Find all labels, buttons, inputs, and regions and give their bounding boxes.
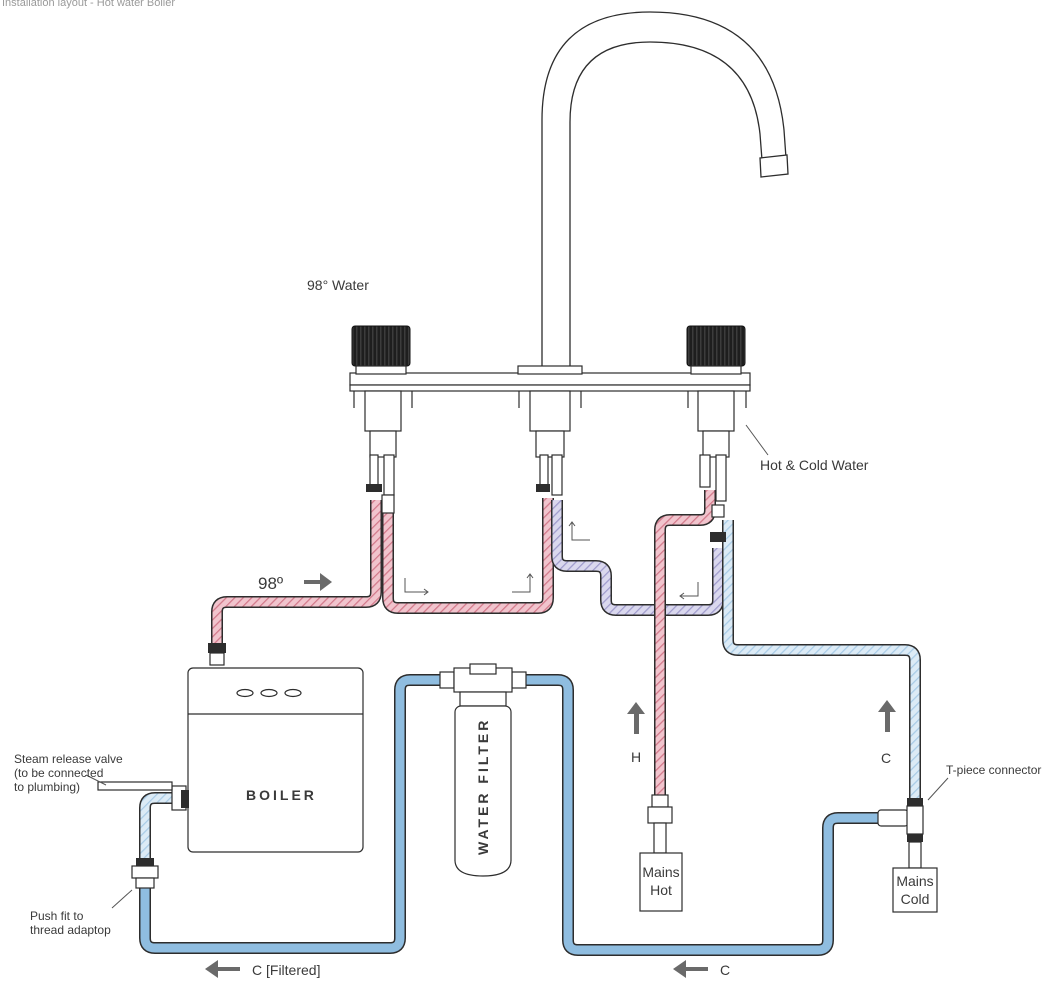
small-flow-arrows (404, 521, 699, 600)
label-hot-cold-water: Hot & Cold Water (760, 457, 869, 473)
label-c-filtered: C [Filtered] (252, 962, 320, 978)
right-handle-knob (686, 325, 746, 367)
mains-hot-label-2: Hot (650, 882, 672, 898)
label-steam-3: to plumbing) (14, 780, 80, 794)
leader-lines (85, 424, 949, 909)
label-tpiece: T-piece connector (946, 763, 1041, 777)
mains-cold-label-1: Mains (896, 873, 933, 889)
left-handle-knob (351, 325, 411, 367)
tap-assembly (349, 11, 789, 542)
label-98-temp: 98º (258, 574, 283, 593)
mains-hot-label-1: Mains (642, 864, 679, 880)
flow-arrows (205, 573, 896, 978)
hot-pipe-boiler-to-left-valve (211, 500, 382, 648)
header-text: Installation layout - Hot water Boiler (2, 0, 175, 9)
steam-release-pipe (97, 781, 173, 791)
mains-hot-pipe (654, 490, 716, 795)
labels: 98° Water Hot & Cold Water 98º Steam rel… (14, 277, 1041, 978)
label-push-fit-1: Push fit to (30, 909, 84, 923)
water-filter: WATER FILTER (439, 663, 527, 877)
boiler: BOILER (97, 643, 364, 853)
label-c-up: C (881, 750, 891, 766)
tpiece-connector (877, 798, 924, 869)
label-98-water: 98° Water (307, 277, 369, 293)
label-c-bottom: C (720, 962, 730, 978)
pipes (139, 490, 921, 956)
push-fit-adaptor (131, 858, 159, 889)
label-h: H (631, 749, 641, 765)
mains-cold-label-2: Cold (901, 891, 930, 907)
boiler-label: BOILER (246, 787, 317, 803)
mains-cold: Mains Cold (892, 867, 938, 913)
label-push-fit-2: thread adaptop (30, 923, 111, 937)
mains-hot: Mains Hot (639, 794, 683, 912)
gooseneck-spout (541, 11, 787, 373)
label-steam-1: Steam release valve (14, 752, 123, 766)
label-steam-2: (to be connected (14, 766, 103, 780)
water-filter-label: WATER FILTER (475, 718, 491, 855)
